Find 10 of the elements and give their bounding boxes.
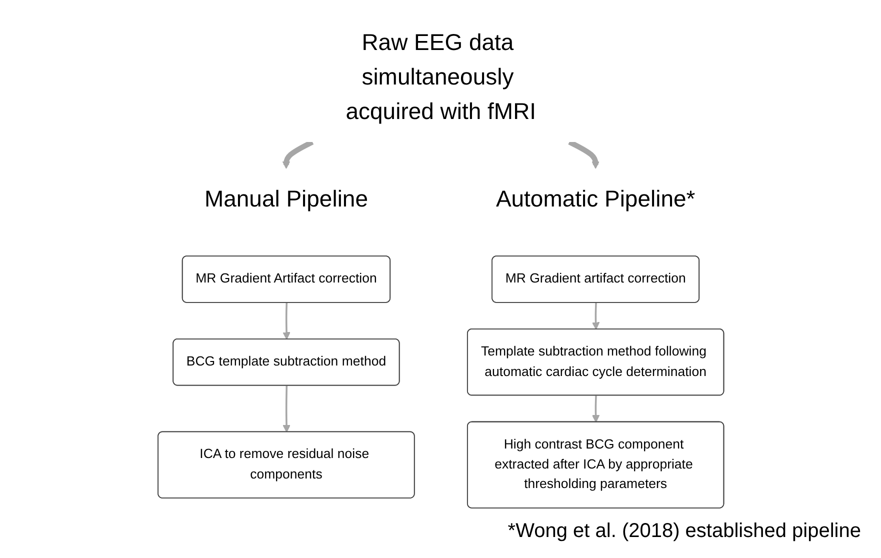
arrow	[282, 302, 290, 340]
arrow	[568, 140, 600, 169]
arrow	[282, 386, 290, 432]
arrow	[592, 396, 600, 423]
arrow	[282, 140, 314, 169]
node-text: Automatic Pipeline*	[496, 185, 695, 212]
node-text: Raw EEG data simultaneously acquired with fMRI	[345, 28, 536, 124]
node-text: Manual Pipeline	[204, 185, 368, 212]
footnote: *Wong et al. (2018) established pipeline	[506, 520, 861, 543]
arrow	[592, 302, 600, 330]
